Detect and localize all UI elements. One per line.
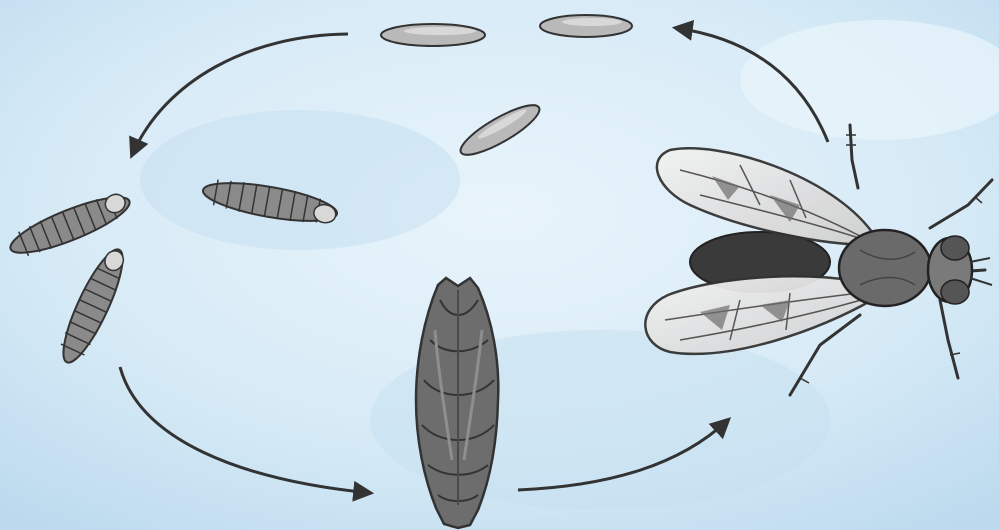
egg bbox=[381, 24, 485, 46]
egg bbox=[540, 15, 632, 37]
background-patch bbox=[140, 110, 460, 250]
